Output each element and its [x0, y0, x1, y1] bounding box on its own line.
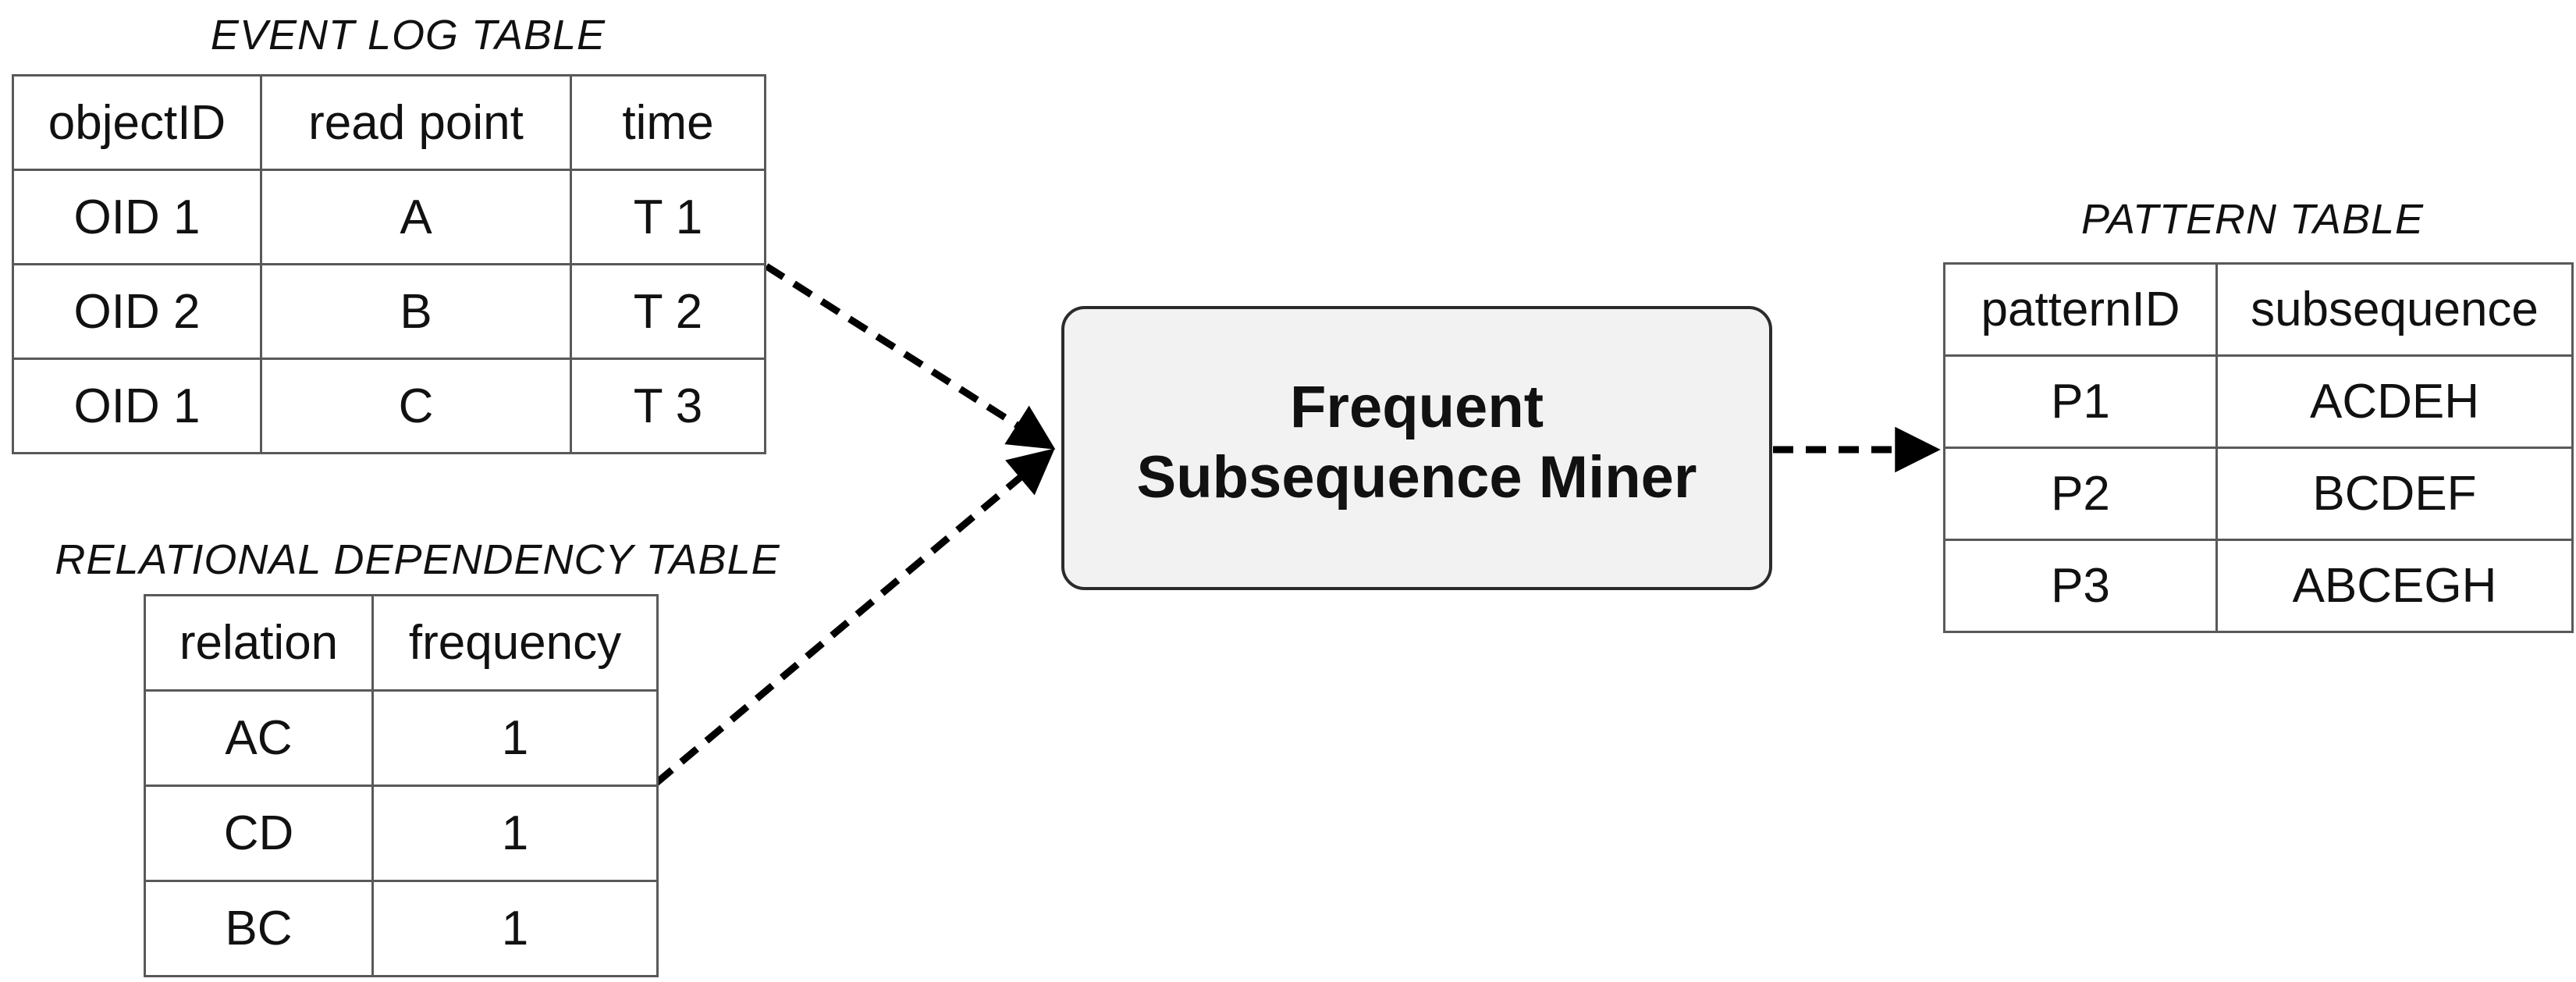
table-row: CD 1	[144, 785, 659, 882]
table-cell: P1	[1943, 354, 2218, 449]
relational-dependency-table-title: RELATIONAL DEPENDENCY TABLE	[55, 536, 780, 583]
table-cell: T 3	[570, 358, 766, 454]
table-cell: CD	[144, 785, 374, 882]
table-cell: BC	[144, 880, 374, 977]
table-cell: T 1	[570, 169, 766, 265]
event-log-table-title: EVENT LOG TABLE	[210, 12, 606, 59]
pattern-table-title: PATTERN TABLE	[2080, 196, 2425, 243]
table-row: P2 BCDEF	[1943, 447, 2574, 541]
table-cell: T 2	[570, 263, 766, 360]
table-cell: P2	[1943, 447, 2218, 541]
arrow-relational-dependency-to-miner	[654, 448, 1055, 786]
event-log-table: objectID read point time OID 1 A T 1 OID…	[12, 74, 766, 454]
table-cell: OID 1	[12, 358, 262, 454]
column-header: frequency	[371, 594, 659, 692]
table-row: P3 ABCEGH	[1943, 539, 2574, 633]
table-cell: 1	[371, 785, 659, 882]
miner-box-label-line1: Frequent	[1289, 374, 1544, 440]
relational-dependency-table: relation frequency AC 1 CD 1 BC 1	[144, 594, 659, 977]
table-cell: OID 1	[12, 169, 262, 265]
relational-dependency-header-row: relation frequency	[144, 594, 659, 692]
arrow-event-log-to-miner	[764, 263, 1056, 450]
table-row: OID 2 B T 2	[12, 263, 766, 360]
column-header: subsequence	[2215, 262, 2574, 357]
table-cell: AC	[144, 689, 374, 787]
table-cell: BCDEF	[2215, 447, 2574, 541]
frequent-subsequence-miner-box: Frequent Subsequence Miner	[1061, 306, 1772, 590]
column-header: objectID	[12, 74, 262, 171]
table-cell: ABCEGH	[2215, 539, 2574, 633]
column-header: read point	[260, 74, 572, 171]
table-cell: A	[260, 169, 572, 265]
table-cell: 1	[371, 880, 659, 977]
table-row: OID 1 A T 1	[12, 169, 766, 265]
table-cell: P3	[1943, 539, 2218, 633]
table-row: P1 ACDEH	[1943, 354, 2574, 449]
column-header: relation	[144, 594, 374, 692]
table-cell: ACDEH	[2215, 354, 2574, 449]
event-log-header-row: objectID read point time	[12, 74, 766, 171]
table-row: OID 1 C T 3	[12, 358, 766, 454]
table-row: BC 1	[144, 880, 659, 977]
column-header: patternID	[1943, 262, 2218, 357]
table-cell: C	[260, 358, 572, 454]
table-cell: OID 2	[12, 263, 262, 360]
table-row: AC 1	[144, 689, 659, 787]
pattern-header-row: patternID subsequence	[1943, 262, 2574, 357]
column-header: time	[570, 74, 766, 171]
miner-box-label-line2: Subsequence Miner	[1136, 444, 1697, 511]
pattern-table: patternID subsequence P1 ACDEH P2 BCDEF …	[1943, 262, 2574, 633]
table-cell: B	[260, 263, 572, 360]
table-cell: 1	[371, 689, 659, 787]
